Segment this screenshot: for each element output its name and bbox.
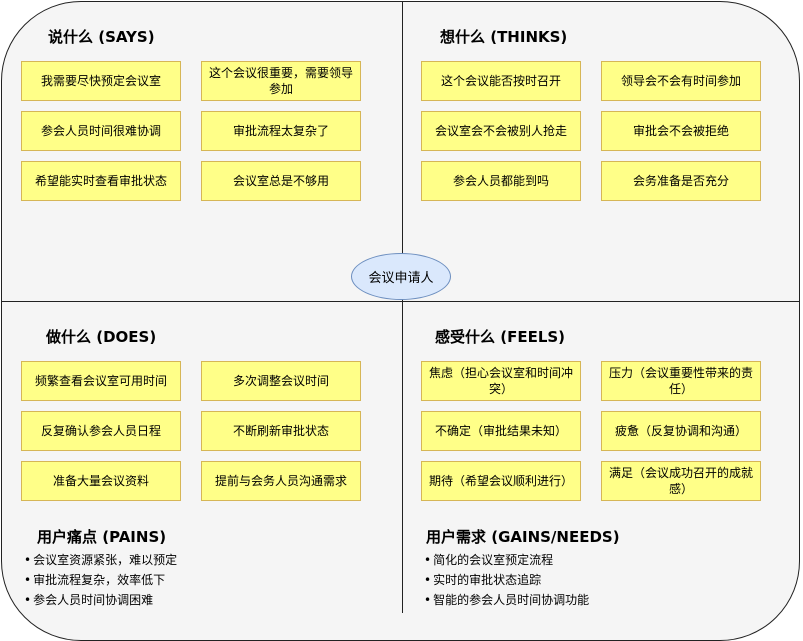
thinks-note-2[interactable]: 领导会不会有时间参加 xyxy=(601,61,761,101)
gains-list: 简化的会议室预定流程 实时的审批状态追踪 智能的参会人员时间协调功能 xyxy=(424,550,589,610)
gains-item: 智能的参会人员时间协调功能 xyxy=(424,590,589,610)
feels-note-5[interactable]: 期待（希望会议顺利进行） xyxy=(421,461,581,501)
does-title: 做什么 (DOES) xyxy=(46,328,157,346)
gains-item: 简化的会议室预定流程 xyxy=(424,550,589,570)
thinks-title: 想什么 (THINKS) xyxy=(440,28,568,46)
pains-title: 用户痛点 (PAINS) xyxy=(37,528,167,546)
does-note-6[interactable]: 提前与会务人员沟通需求 xyxy=(201,461,361,501)
feels-note-1[interactable]: 焦虑（担心会议室和时间冲突） xyxy=(421,361,581,401)
pains-item: 参会人员时间协调困难 xyxy=(24,590,177,610)
gains-title: 用户需求 (GAINS/NEEDS) xyxy=(426,528,620,546)
feels-note-4[interactable]: 疲惫（反复协调和沟通） xyxy=(601,411,761,451)
does-note-2[interactable]: 多次调整会议时间 xyxy=(201,361,361,401)
feels-note-3[interactable]: 不确定（审批结果未知） xyxy=(421,411,581,451)
horizontal-divider xyxy=(2,301,799,302)
feels-note-6[interactable]: 满足（会议成功召开的成就感） xyxy=(601,461,761,501)
says-title: 说什么 (SAYS) xyxy=(48,28,155,46)
does-note-1[interactable]: 频繁查看会议室可用时间 xyxy=(21,361,181,401)
pains-item: 审批流程复杂，效率低下 xyxy=(24,570,177,590)
says-note-2[interactable]: 这个会议很重要，需要领导参加 xyxy=(201,61,361,101)
feels-title: 感受什么 (FEELS) xyxy=(435,328,566,346)
gains-item: 实时的审批状态追踪 xyxy=(424,570,589,590)
vertical-divider xyxy=(402,2,403,613)
says-note-4[interactable]: 审批流程太复杂了 xyxy=(201,111,361,151)
does-note-4[interactable]: 不断刷新审批状态 xyxy=(201,411,361,451)
persona-ellipse[interactable]: 会议申请人 xyxy=(351,253,451,300)
thinks-note-1[interactable]: 这个会议能否按时召开 xyxy=(421,61,581,101)
thinks-note-5[interactable]: 参会人员都能到吗 xyxy=(421,161,581,201)
says-note-5[interactable]: 希望能实时查看审批状态 xyxy=(21,161,181,201)
says-note-1[interactable]: 我需要尽快预定会议室 xyxy=(21,61,181,101)
says-note-3[interactable]: 参会人员时间很难协调 xyxy=(21,111,181,151)
thinks-note-6[interactable]: 会务准备是否充分 xyxy=(601,161,761,201)
pains-list: 会议室资源紧张，难以预定 审批流程复杂，效率低下 参会人员时间协调困难 xyxy=(24,550,177,610)
does-note-3[interactable]: 反复确认参会人员日程 xyxy=(21,411,181,451)
says-note-6[interactable]: 会议室总是不够用 xyxy=(201,161,361,201)
pains-item: 会议室资源紧张，难以预定 xyxy=(24,550,177,570)
feels-note-2[interactable]: 压力（会议重要性带来的责任） xyxy=(601,361,761,401)
does-note-5[interactable]: 准备大量会议资料 xyxy=(21,461,181,501)
thinks-note-4[interactable]: 审批会不会被拒绝 xyxy=(601,111,761,151)
thinks-note-3[interactable]: 会议室会不会被别人抢走 xyxy=(421,111,581,151)
